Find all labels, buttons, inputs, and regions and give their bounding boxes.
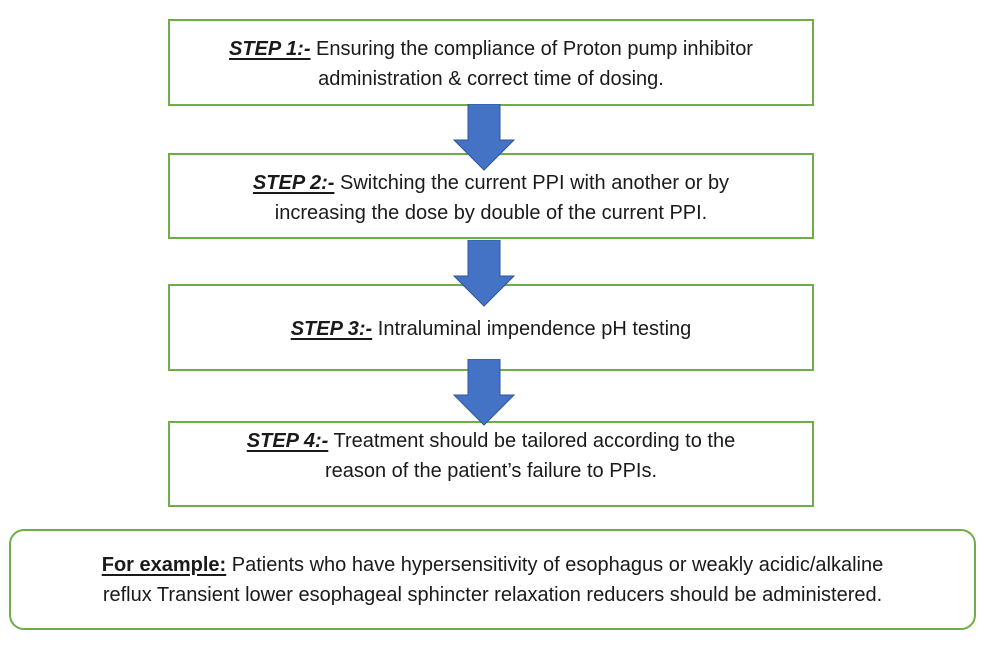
step-4-label: STEP 4:- bbox=[246, 430, 329, 452]
step-2-text: Switching the current PPI with another o… bbox=[334, 172, 730, 194]
step-3-label: STEP 3:- bbox=[290, 318, 373, 340]
example-text: Patients who have hypersensitivity of es… bbox=[226, 553, 884, 576]
down-arrow-icon bbox=[452, 104, 516, 171]
step-3-text: Intraluminal impendence pH testing bbox=[372, 318, 692, 340]
step-1-text: Ensuring the compliance of Proton pump i… bbox=[310, 38, 753, 60]
step-2-line-2: increasing the dose by double of the cur… bbox=[274, 202, 708, 224]
step-4-line-1: STEP 4:- Treatment should be tailored ac… bbox=[247, 426, 735, 456]
step-1-box: STEP 1:- Ensuring the compliance of Prot… bbox=[168, 19, 814, 106]
example-line-1: For example: Patients who have hypersens… bbox=[102, 550, 884, 580]
step-4-box: STEP 4:- Treatment should be tailored ac… bbox=[168, 421, 814, 507]
step-3-line-1: STEP 3:- Intraluminal impendence pH test… bbox=[291, 314, 692, 344]
step-4-line-2: reason of the patient’s failure to PPIs. bbox=[324, 460, 658, 482]
step-2-line-1: STEP 2:- Switching the current PPI with … bbox=[253, 168, 729, 198]
step-1-line-1: STEP 1:- Ensuring the compliance of Prot… bbox=[229, 34, 753, 64]
down-arrow-icon bbox=[452, 240, 516, 307]
example-line-2: reflux Transient lower esophageal sphinc… bbox=[102, 583, 883, 606]
step-2-label: STEP 2:- bbox=[252, 172, 335, 194]
step-1-label: STEP 1:- bbox=[229, 38, 311, 60]
step-1-line-2: administration & correct time of dosing. bbox=[318, 68, 664, 90]
example-label: For example: bbox=[101, 553, 227, 576]
step-2-box: STEP 2:- Switching the current PPI with … bbox=[168, 153, 814, 239]
step-4-text: Treatment should be tailored according t… bbox=[328, 430, 736, 452]
example-box: For example: Patients who have hypersens… bbox=[9, 529, 976, 630]
down-arrow-icon bbox=[452, 359, 516, 426]
